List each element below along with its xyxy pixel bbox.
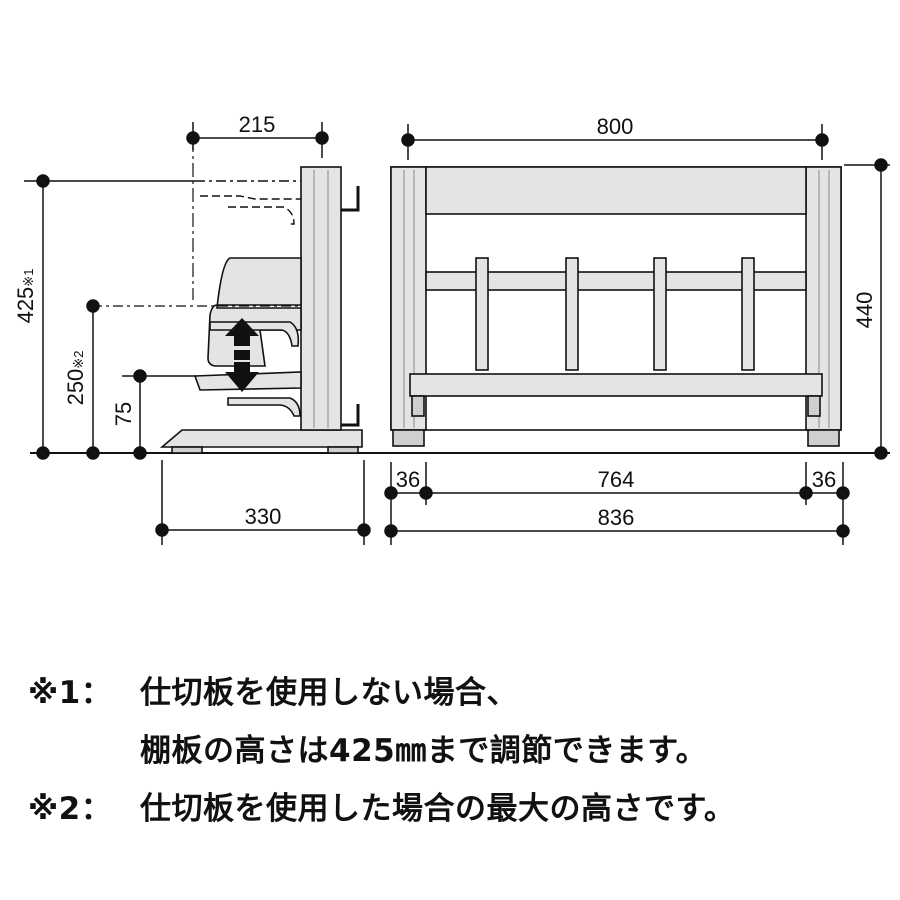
front-shelf-lip-right [807, 395, 821, 417]
side-dimension-lines [24, 122, 371, 545]
front-shelf-lip-left [411, 395, 425, 417]
front-middle-rail [425, 271, 807, 291]
front-divider-4 [741, 257, 755, 371]
dim-front-post-right: 36 [812, 467, 836, 492]
note-1: ※1： 仕切板を使用しない場合、 [28, 664, 888, 722]
dim-height-max: 425※1 [13, 269, 38, 324]
side-base-foot-left [171, 446, 203, 454]
dim-height-divider: 250※2 [63, 351, 88, 406]
side-post [300, 166, 342, 431]
note-2-text: 仕切板を使用した場合の最大の高さです。 [140, 791, 736, 827]
front-divider-2 [565, 257, 579, 371]
front-dimension-lines [384, 124, 890, 545]
front-top-panel [425, 166, 807, 215]
adjust-arrow-icon [225, 318, 259, 392]
note-1-marker: ※1： [28, 675, 113, 711]
front-foot-right [807, 429, 840, 447]
dimension-diagram: 215 330 425※1 250※2 75 [13, 112, 890, 545]
dim-front-post-left: 36 [396, 467, 420, 492]
front-bottom-shelf [409, 373, 823, 397]
footnotes: ※1： 仕切板を使用しない場合、 棚板の高さは425㎜まで調節できます。 ※2： 仕… [28, 664, 888, 838]
dim-height-bottom-shelf: 75 [111, 402, 136, 426]
dim-side-top-width: 215 [239, 112, 276, 137]
note-1-continuation: 棚板の高さは425㎜まで調節できます。 [28, 722, 888, 780]
dim-front-total-width: 836 [598, 505, 635, 530]
side-mid-bracket [209, 321, 300, 347]
side-dashed-positions [92, 138, 301, 307]
dim-front-top-width: 800 [597, 114, 634, 139]
note-1-text: 仕切板を使用しない場合、 [140, 675, 518, 711]
side-tray [207, 257, 302, 367]
side-hook-top [341, 186, 360, 212]
front-divider-1 [475, 257, 489, 371]
side-view [159, 166, 363, 454]
dim-front-height: 440 [852, 292, 877, 329]
note-1b-text: 棚板の高さは425㎜まで調節できます。 [140, 733, 708, 769]
dim-side-base-width: 330 [245, 504, 282, 529]
dim-front-inner-width: 764 [598, 467, 635, 492]
side-bottom-bracket [227, 397, 301, 417]
side-base-foot-right [327, 446, 359, 454]
front-view [390, 166, 842, 447]
front-divider-3 [653, 257, 667, 371]
front-foot-left [392, 429, 425, 447]
side-base-plate [159, 429, 363, 448]
side-hook-bottom [341, 404, 360, 427]
note-2-marker: ※2： [28, 791, 113, 827]
note-2: ※2： 仕切板を使用した場合の最大の高さです。 [28, 780, 888, 838]
